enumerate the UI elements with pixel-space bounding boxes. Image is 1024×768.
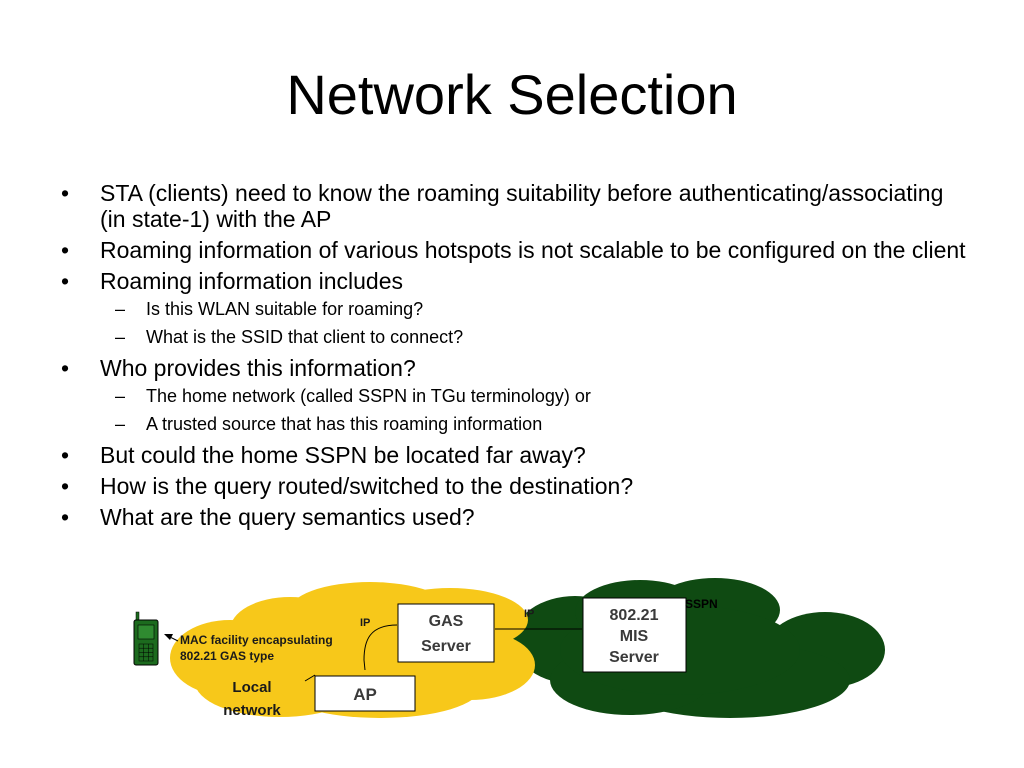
bullet-item: What are the query semantics used? [0,504,970,530]
ap-box [314,675,416,712]
bullet-item: STA (clients) need to know the roaming s… [0,180,970,232]
mis-server-label: 802.21 [610,607,659,624]
local-network-label: Local [232,679,271,696]
mac-facility-label: 802.21 GAS type [180,649,274,663]
mis-server-label: Server [609,649,659,666]
ip-label: IP [360,617,370,629]
sub-bullet-item: What is the SSID that client to connect? [0,326,1024,348]
sub-bullet-item: A trusted source that has this roaming i… [0,413,1024,435]
sub-bullet-item: The home network (called SSPN in TGu ter… [0,385,1024,407]
bullet-item: How is the query routed/switched to the … [0,473,970,499]
network-diagram: GAS Server AP 802.21 MIS Server MAC faci… [133,578,885,719]
bullet-item: But could the home SSPN be located far a… [0,442,970,468]
sub-bullet-item: Is this WLAN suitable for roaming? [0,298,1024,320]
mis-server-label: MIS [620,628,649,645]
bullet-item: Who provides this information? [0,355,970,381]
connector-lines [167,624,582,682]
gas-server-label: Server [421,638,471,655]
ap-label: AP [353,685,377,704]
slide-title: Network Selection [286,63,738,126]
bullet-item: Roaming information includes [0,268,970,294]
arrowhead [164,634,173,640]
phone-icon [133,611,159,666]
ip-label: IP [524,608,534,620]
gas-server-box [397,603,495,663]
gas-server-label: GAS [429,613,464,630]
mis-server-box [582,597,687,673]
sspn-label: SSPN [685,597,718,611]
bullet-list: STA (clients) need to know the roaming s… [0,180,1024,535]
local-network-label: network [223,702,281,719]
mac-facility-label: MAC facility encapsulating [180,633,333,647]
bullet-item: Roaming information of various hotspots … [0,237,970,263]
